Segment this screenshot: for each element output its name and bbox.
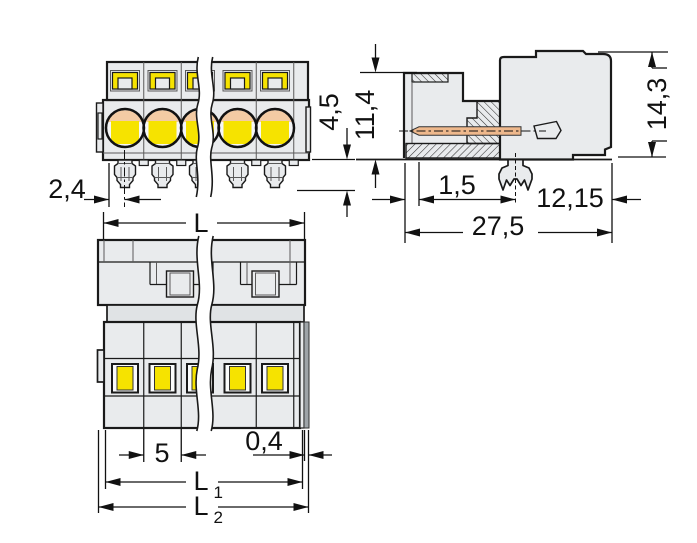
dim-l2: L 2 [97,430,310,527]
dim-label-total-height: 14,3 [642,78,672,131]
dim-l1: L 1 [104,430,304,502]
bottom-cell-dividers [143,322,295,428]
coding-pocket-right [239,262,298,298]
shroud-top-wall-hatch [411,72,449,83]
dim-pole-pitch: 5 [119,429,206,468]
dim-shroud-height: 11,4 [350,44,417,188]
dim-pin-length: 4,5 [297,93,355,217]
dim-label-l1-sub: 1 [214,483,223,502]
shroud-bottom-wall-hatch [405,142,501,159]
dim-label-latch-to-end: 12,15 [536,183,604,213]
dim-label-l2: L [193,491,208,521]
dim-label-edge-to-pin: 2,4 [48,174,86,204]
dim-edge-to-pin: 2,4 [48,150,161,207]
latch-window [533,120,562,140]
bottom-end-wall-strip [303,321,310,429]
bottom-left-lug [96,349,105,383]
bottom-break-lines [195,234,215,433]
dim-label-pole-pitch: 5 [154,438,169,468]
side-view: 11,4 14,3 1,5 12,15 [350,44,672,243]
dim-label-shroud-height: 11,4 [350,90,380,141]
dim-label-end-wall: 0,4 [245,426,283,456]
dim-total-height: 14,3 [598,51,672,158]
bottom-view: L [96,208,332,527]
front-view: 2,4 4,5 [48,55,355,217]
bottom-end-rib [299,321,305,429]
shroud-outline [402,71,500,158]
dim-length-l: L [102,208,306,240]
side-housing-body [498,49,613,161]
dim-label-l2-sub: 2 [214,508,223,527]
front-left-latch [95,102,104,153]
dim-label-length-l: L [193,208,208,238]
dim-total-depth: 27,5 [405,163,613,243]
dim-label-wall-thickness: 1,5 [438,170,476,200]
inter-pin-tabs [138,159,299,167]
dim-latch-to-end: 12,15 [500,183,641,213]
dim-label-l1: L [193,466,208,496]
dim-wall-thickness: 1,5 [372,162,516,243]
front-break-lines [195,55,215,199]
dim-label-total-depth: 27,5 [472,211,525,241]
dim-end-wall: 0,4 [245,426,332,461]
front-right-tab [305,106,312,153]
dim-label-pin-length: 4,5 [314,93,344,131]
